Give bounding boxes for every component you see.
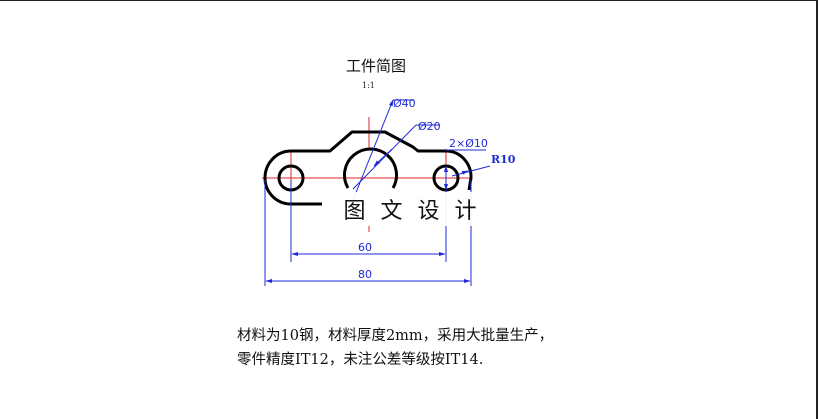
dim-overall-length: 80: [358, 268, 372, 281]
watermark: 图 文 设 计: [330, 192, 490, 226]
technical-notes: 材料为10钢，材料厚度2mm，采用大批量生产， 零件精度IT12，未注公差等级按…: [237, 324, 553, 372]
dim-big-diameter: Ø40: [393, 97, 416, 110]
dim-small-diameter: Ø20: [418, 120, 441, 133]
dim-hole-spacing: 60: [358, 241, 372, 254]
watermark-char: 图: [343, 199, 366, 224]
dim-holes: 2×Ø10: [449, 137, 488, 150]
note-line-1: 材料为10钢，材料厚度2mm，采用大批量生产，: [237, 328, 554, 344]
note-line-2: 零件精度IT12，未注公差等级按IT14.: [237, 352, 484, 368]
watermark-char: 设: [417, 199, 440, 224]
drawing-scale: 1:1: [362, 81, 375, 90]
drawing-title: 工件简图: [346, 57, 407, 75]
dim-radius: R10: [491, 153, 516, 166]
watermark-char: 文: [380, 199, 403, 224]
watermark-char: 计: [454, 199, 477, 224]
